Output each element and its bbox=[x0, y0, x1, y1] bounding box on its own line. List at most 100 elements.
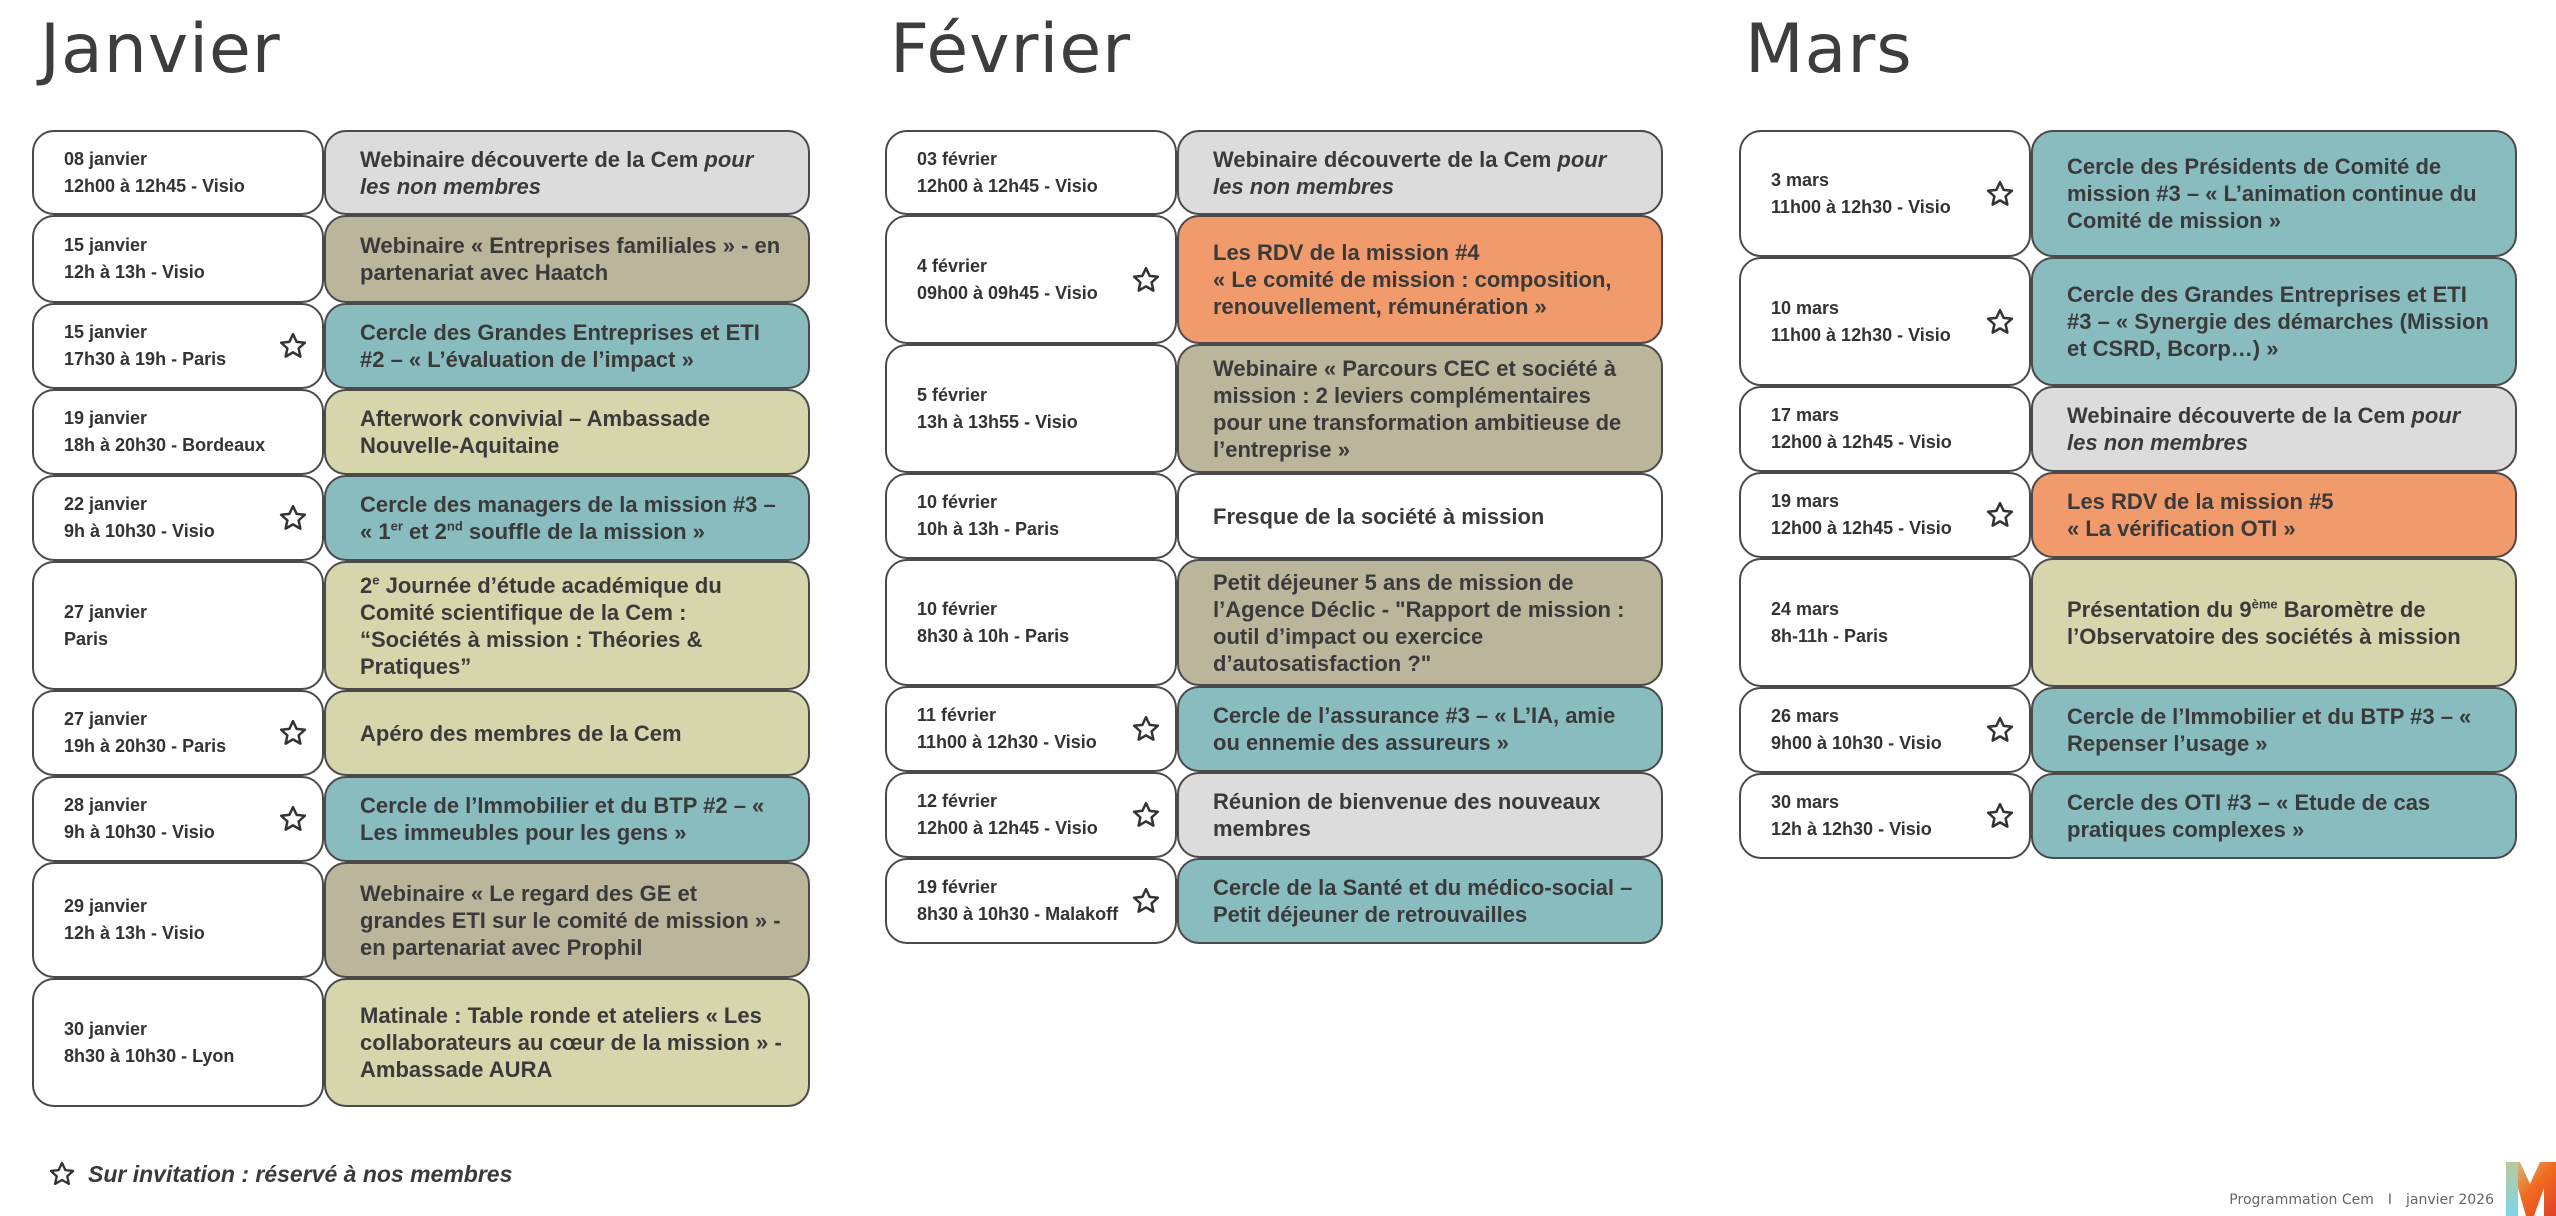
event-time-location: 12h00 à 12h45 - Visio bbox=[64, 175, 245, 196]
event-date-box: 24 mars 8h-11h - Paris bbox=[1739, 558, 2031, 687]
event-date: 3 mars bbox=[1771, 169, 1830, 190]
event-title-box[interactable]: Webinaire découverte de la Cem pour les … bbox=[1177, 130, 1663, 215]
event-date: 15 janvier bbox=[64, 322, 148, 342]
event-title: Cercle des Présidents de Comité de missi… bbox=[2067, 153, 2493, 234]
event-title-box[interactable]: Cercle des OTI #3 – « Etude de cas prati… bbox=[2031, 773, 2517, 859]
title-text: « Le comité de mission : composition, re… bbox=[1213, 267, 1612, 319]
event-date: 30 mars bbox=[1771, 792, 1840, 812]
event-date: 27 janvier bbox=[64, 601, 148, 622]
event-title-box[interactable]: Cercle des Grandes Entreprises et ETI #2… bbox=[324, 303, 810, 389]
event-date: 12 février bbox=[917, 791, 998, 811]
event-time-location: 09h00 à 09h45 - Visio bbox=[917, 282, 1098, 303]
title-text: Cercle des Grandes Entreprises et ETI #3… bbox=[2067, 282, 2489, 361]
event-title: Cercle des OTI #3 – « Etude de cas prati… bbox=[2067, 789, 2493, 843]
month-title-mars: Mars bbox=[1745, 10, 1913, 89]
event-date: 28 janvier bbox=[64, 795, 148, 815]
event-title-box[interactable]: Webinaire découverte de la Cem pour les … bbox=[324, 130, 810, 215]
event-time-location: 12h à 13h - Visio bbox=[64, 262, 205, 282]
event-title-box[interactable]: Cercle de l’Immobilier et du BTP #2 – « … bbox=[324, 776, 810, 862]
event-title-box[interactable]: Matinale : Table ronde et ateliers « Les… bbox=[324, 978, 810, 1107]
footer-date: janvier 2026 bbox=[2406, 1192, 2494, 1208]
event-date: 22 janvier bbox=[64, 494, 148, 514]
event-row: 27 janvier 19h à 20h30 - Paris Apéro des m… bbox=[32, 690, 810, 776]
title-text: Afterwork convivial – Ambassade Nouvelle… bbox=[360, 406, 711, 458]
event-row: 28 janvier 9h à 10h30 - Visio Cercle de l’… bbox=[32, 776, 810, 862]
event-date: 10 février bbox=[917, 598, 998, 619]
event-time-location: 9h à 10h30 - Visio bbox=[64, 822, 215, 842]
event-date: 30 janvier bbox=[64, 1018, 148, 1039]
footer-separator: I bbox=[2387, 1192, 2393, 1208]
event-title-box[interactable]: Webinaire « Entreprises familiales » - e… bbox=[324, 215, 810, 303]
event-title-box[interactable]: Les RDV de la mission #5« La vérificatio… bbox=[2031, 472, 2517, 558]
event-title-box[interactable]: Cercle de l’Immobilier et du BTP #3 – « … bbox=[2031, 687, 2517, 773]
event-title: Afterwork convivial – Ambassade Nouvelle… bbox=[360, 405, 786, 459]
event-title-box[interactable]: Fresque de la société à mission bbox=[1177, 473, 1663, 559]
event-title-box[interactable]: Réunion de bienvenue des nouveaux membre… bbox=[1177, 772, 1663, 858]
event-title: Cercle de la Santé et du médico-social –… bbox=[1213, 874, 1639, 928]
event-title-box[interactable]: Présentation du 9ème Baromètre de l’Obse… bbox=[2031, 558, 2517, 687]
event-time-location: 8h-11h - Paris bbox=[1771, 625, 1889, 646]
event-title: Webinaire « Entreprises familiales » - e… bbox=[360, 232, 786, 286]
event-title-box[interactable]: Webinaire « Le regard des GE et grandes … bbox=[324, 862, 810, 978]
title-text: Présentation du 9 bbox=[2067, 596, 2252, 622]
event-date: 19 mars bbox=[1771, 491, 1840, 511]
event-title-box[interactable]: Webinaire « Parcours CEC et société à mi… bbox=[1177, 344, 1663, 473]
title-text: 2 bbox=[360, 572, 373, 598]
star-outline-icon bbox=[1985, 179, 2015, 209]
month-title-janvier: Janvier bbox=[40, 10, 281, 89]
event-title-box[interactable]: Cercle des Présidents de Comité de missi… bbox=[2031, 130, 2517, 257]
event-title-box[interactable]: Webinaire découverte de la Cem pour les … bbox=[2031, 386, 2517, 472]
event-date: 27 janvier bbox=[64, 709, 148, 729]
event-title: Cercle de l’assurance #3 – « L’IA, amie … bbox=[1213, 702, 1639, 756]
legend-text: Sur invitation : réservé à nos membres bbox=[88, 1160, 513, 1187]
event-title-box[interactable]: Cercle des Grandes Entreprises et ETI #3… bbox=[2031, 257, 2517, 386]
event-title-box[interactable]: Cercle des managers de la mission #3 – «… bbox=[324, 475, 810, 561]
event-title-box[interactable]: Afterwork convivial – Ambassade Nouvelle… bbox=[324, 389, 810, 475]
event-title-box[interactable]: 2e Journée d’étude académique du Comité … bbox=[324, 561, 810, 690]
event-title-box[interactable]: Petit déjeuner 5 ans de mission de l’Age… bbox=[1177, 559, 1663, 686]
title-text: Webinaire « Parcours CEC et société à mi… bbox=[1213, 355, 1622, 462]
event-time-location: 8h30 à 10h30 - Malakoff bbox=[917, 904, 1119, 924]
event-title: Webinaire « Parcours CEC et société à mi… bbox=[1213, 355, 1639, 463]
star-outline-icon bbox=[1131, 886, 1161, 916]
event-date-box: 28 janvier 9h à 10h30 - Visio bbox=[32, 776, 324, 862]
title-text: Matinale : Table ronde et ateliers « Les… bbox=[360, 1003, 782, 1082]
star-outline-icon bbox=[1131, 714, 1161, 744]
event-time-location: 19h à 20h30 - Paris bbox=[64, 736, 227, 756]
title-text: « La vérification OTI » bbox=[2067, 516, 2296, 541]
event-time-location: 13h à 13h55 - Visio bbox=[917, 411, 1078, 432]
event-title-box[interactable]: Apéro des membres de la Cem bbox=[324, 690, 810, 776]
event-title-box[interactable]: Cercle de l’assurance #3 – « L’IA, amie … bbox=[1177, 686, 1663, 772]
event-date-box: 27 janvier 19h à 20h30 - Paris bbox=[32, 690, 324, 776]
event-date: 11 février bbox=[917, 705, 997, 725]
event-time-location: 9h00 à 10h30 - Visio bbox=[1771, 733, 1942, 753]
event-title-box[interactable]: Les RDV de la mission #4« Le comité de m… bbox=[1177, 215, 1663, 344]
event-date: 24 mars bbox=[1771, 598, 1840, 619]
title-text: Webinaire découverte de la Cem bbox=[1213, 146, 1558, 172]
event-title-box[interactable]: Cercle de la Santé et du médico-social –… bbox=[1177, 858, 1663, 944]
event-time-location: 18h à 20h30 - Bordeaux bbox=[64, 435, 266, 455]
